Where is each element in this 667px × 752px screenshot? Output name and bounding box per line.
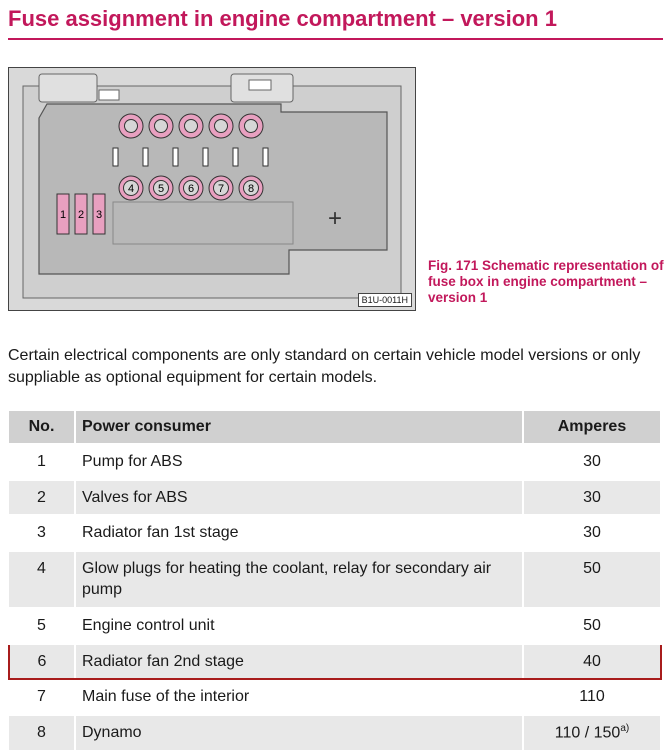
fuse-label-6: 6 <box>188 183 194 195</box>
cell-no: 8 <box>9 714 76 752</box>
fuse-label-8: 8 <box>248 183 254 195</box>
fuse-label-3: 3 <box>96 209 102 221</box>
cell-consumer: Radiator fan 1st stage <box>75 515 524 552</box>
figure-caption: Fig. 171 Schematic representa­tion of fu… <box>428 258 664 306</box>
cell-amperes: 50 <box>523 607 662 645</box>
cell-no: 4 <box>9 550 76 609</box>
cell-amperes: 50 <box>523 550 662 609</box>
table-row: 4 Glow plugs for heating the coolant, re… <box>9 550 662 609</box>
fuse-box-figure: 4 5 6 7 8 1 2 3 + B1U-0011H <box>8 67 416 311</box>
cell-amperes: 30 <box>523 515 662 552</box>
cell-consumer: Main fuse of the interior <box>75 679 524 716</box>
table-row-highlighted: 6 Radiator fan 2nd stage 40 <box>8 642 662 681</box>
cell-no: 1 <box>9 444 76 481</box>
fuse-table: No. Power consumer Amperes 1 Pump for AB… <box>8 411 662 752</box>
amperes-value: 110 / 150 <box>554 724 621 742</box>
cell-no: 7 <box>9 679 76 716</box>
footnote-marker: a) <box>620 722 630 734</box>
table-row: 8 Dynamo 110 / 150a) <box>9 714 662 752</box>
cell-consumer: Radiator fan 2nd stage <box>75 642 524 681</box>
cell-no: 2 <box>9 479 76 517</box>
header-amperes: Amperes <box>523 411 662 445</box>
fuse-label-1: 1 <box>60 209 66 221</box>
cell-consumer: Dynamo <box>75 714 524 752</box>
figure-code: B1U-0011H <box>357 293 412 307</box>
table-header-row: No. Power consumer Amperes <box>9 411 662 445</box>
table-row: 3 Radiator fan 1st stage 30 <box>9 515 662 552</box>
plus-icon: + <box>328 205 342 232</box>
fuse-label-4: 4 <box>128 183 134 195</box>
fuse-label-7: 7 <box>218 183 224 195</box>
round-fuse-row-numbered: 4 5 6 7 8 <box>118 175 264 201</box>
header-consumer: Power consumer <box>75 411 524 445</box>
cell-amperes: 110 / 150a) <box>523 714 662 752</box>
cell-no: 5 <box>9 607 76 645</box>
cell-consumer: Engine control unit <box>75 607 524 645</box>
table-row: 2 Valves for ABS 30 <box>9 479 662 517</box>
fuse-label-2: 2 <box>78 209 84 221</box>
cell-amperes: 110 <box>523 679 662 716</box>
table-row: 7 Main fuse of the interior 110 <box>9 679 662 716</box>
round-fuse-row-top <box>118 113 264 139</box>
cell-amperes: 30 <box>523 444 662 481</box>
cell-amperes: 40 <box>523 642 662 681</box>
table-row: 5 Engine control unit 50 <box>9 607 662 645</box>
table-row: 1 Pump for ABS 30 <box>9 444 662 481</box>
fuse-box-diagram: 4 5 6 7 8 1 2 3 + <box>22 73 402 299</box>
cell-consumer: Glow plugs for heating the coolant, rela… <box>75 550 524 609</box>
cell-consumer: Valves for ABS <box>75 479 524 517</box>
page-title: Fuse assignment in engine compartment – … <box>8 6 663 40</box>
cell-amperes: 30 <box>523 479 662 517</box>
intro-paragraph: Certain electrical components are only s… <box>8 347 641 386</box>
cell-consumer: Pump for ABS <box>75 444 524 481</box>
cell-no: 6 <box>8 642 76 681</box>
fuse-label-5: 5 <box>158 183 164 195</box>
header-no: No. <box>9 411 76 445</box>
cell-no: 3 <box>9 515 76 552</box>
blade-fuses: 1 2 3 <box>56 193 106 235</box>
